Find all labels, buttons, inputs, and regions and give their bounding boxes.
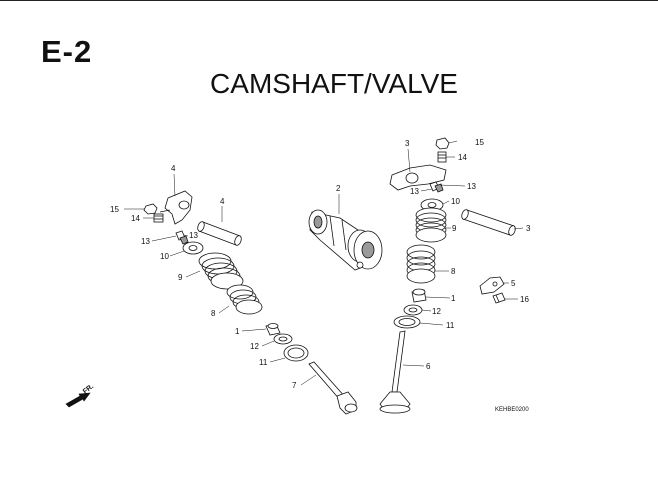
top-rule bbox=[0, 0, 658, 1]
callout: 11 bbox=[259, 358, 268, 367]
figure-code: KEHBE0200 bbox=[495, 407, 529, 413]
callout: 8 bbox=[451, 267, 456, 276]
nut-right bbox=[435, 137, 450, 150]
intake-valve bbox=[308, 361, 358, 415]
callout: 10 bbox=[451, 197, 460, 206]
adjust-screw-left bbox=[153, 213, 164, 223]
rocker-arm-left bbox=[159, 190, 193, 225]
callout: 3 bbox=[405, 139, 410, 148]
valve-spring-outer-left bbox=[198, 252, 244, 290]
callout: 13 bbox=[189, 231, 198, 240]
page-title: CAMSHAFT/VALVE bbox=[210, 68, 458, 99]
spring-seat-right bbox=[403, 304, 423, 316]
guide-clip-right bbox=[393, 315, 421, 329]
callout: 10 bbox=[160, 252, 169, 261]
callout: 7 bbox=[292, 381, 297, 390]
camshaft bbox=[308, 209, 383, 271]
callout: 4 bbox=[171, 164, 176, 173]
callout: 16 bbox=[520, 295, 529, 304]
callout-labels: 4 15 14 13 13 4 10 9 8 1 12 11 7 2 3 15 … bbox=[110, 138, 531, 390]
callout: 1 bbox=[235, 327, 240, 336]
callout: 13 bbox=[410, 187, 419, 196]
callout: 8 bbox=[211, 309, 216, 318]
section-code: E-2 bbox=[41, 34, 93, 69]
callout: 14 bbox=[458, 153, 467, 162]
stopper-plate bbox=[479, 276, 505, 295]
exhaust-valve bbox=[379, 330, 411, 414]
callout: 2 bbox=[336, 184, 341, 193]
callout: 9 bbox=[178, 273, 183, 282]
front-direction-arrow: FR. bbox=[65, 383, 95, 408]
callout: 14 bbox=[131, 214, 140, 223]
spring-seat-left bbox=[273, 333, 293, 345]
bolt bbox=[492, 292, 506, 304]
valve-spring-outer-right bbox=[415, 207, 447, 243]
direction-label: FR. bbox=[82, 383, 95, 395]
rocker-shaft-left bbox=[197, 221, 242, 246]
callout: 6 bbox=[426, 362, 431, 371]
adjust-screw-right bbox=[437, 151, 447, 163]
valve-spring-inner-right bbox=[406, 244, 436, 284]
cotter-right bbox=[429, 181, 444, 193]
valve-spring-inner-left bbox=[226, 284, 263, 315]
callout: 15 bbox=[475, 138, 484, 147]
guide-clip-left bbox=[283, 344, 309, 362]
callout: 1 bbox=[451, 294, 456, 303]
leader-lines bbox=[124, 140, 524, 386]
callout: 11 bbox=[446, 321, 455, 330]
rocker-shaft-right bbox=[461, 209, 516, 236]
spring-retainer-left bbox=[182, 241, 204, 255]
callout: 9 bbox=[452, 224, 457, 233]
nut-left bbox=[143, 203, 158, 215]
stem-seal-left bbox=[265, 323, 281, 336]
callout: 12 bbox=[250, 342, 259, 351]
callout: 5 bbox=[511, 279, 516, 288]
callout: 13 bbox=[141, 237, 150, 246]
cotter-left bbox=[175, 230, 189, 245]
callout: 15 bbox=[110, 205, 119, 214]
callout: 3 bbox=[526, 224, 531, 233]
stem-seal-right bbox=[411, 288, 427, 303]
callout: 13 bbox=[467, 182, 476, 191]
callout: 4 bbox=[220, 197, 225, 206]
callout: 12 bbox=[432, 307, 441, 316]
